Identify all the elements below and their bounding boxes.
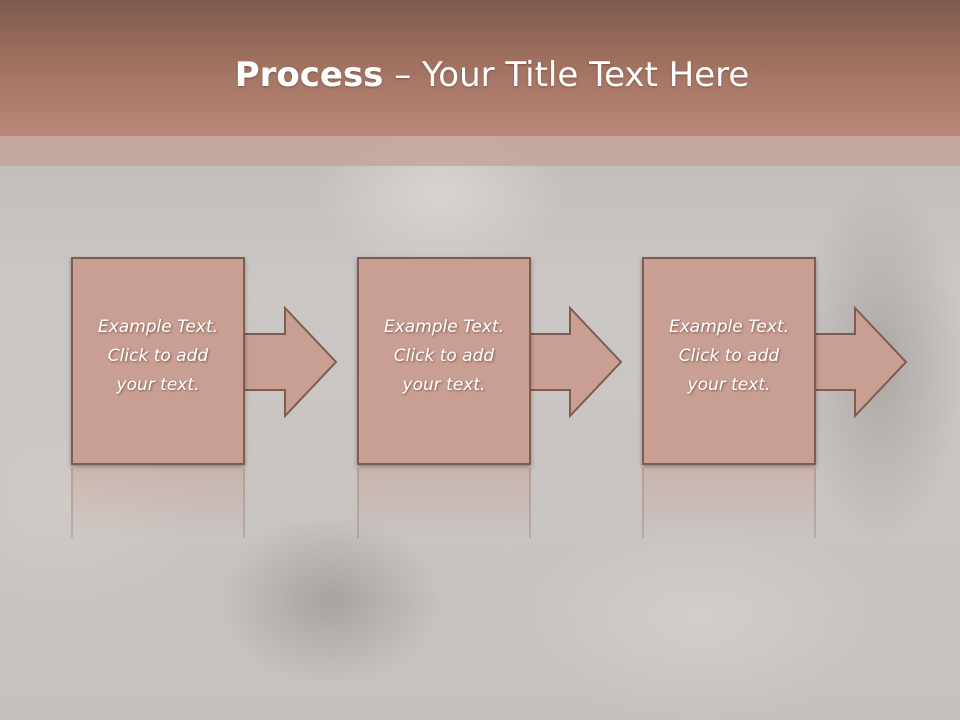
step-reflection [642,468,816,538]
step-text-line: your text. [687,375,771,395]
step-text-line: your text. [116,375,200,395]
step-reflection [71,468,245,538]
title-bar-band [0,136,960,166]
process-step-3[interactable]: Example Text. Click to add your text. [642,257,816,465]
step-text-line: Click to add [393,346,495,366]
step-text: Example Text. Click to add your text. [73,313,243,400]
slide-title-rest: – Your Title Text Here [383,55,750,95]
process-step-2[interactable]: Example Text. Click to add your text. [357,257,531,465]
process-step-1[interactable]: Example Text. Click to add your text. [71,257,245,465]
arrow-right-icon [241,306,338,418]
arrow-right-icon [811,306,908,418]
step-text: Example Text. Click to add your text. [359,313,529,400]
arrow-right-icon [526,306,623,418]
step-reflection [357,468,531,538]
step-text-line: Click to add [678,346,780,366]
step-text: Example Text. Click to add your text. [644,313,814,400]
title-bar [0,0,960,136]
slide-title[interactable]: Process – Your Title Text Here [0,50,960,100]
step-text-line: Example Text. [668,317,790,337]
step-text-line: Example Text. [97,317,219,337]
step-text-line: Click to add [107,346,209,366]
slide-title-bold: Process [234,55,384,95]
step-text-line: your text. [402,375,486,395]
step-text-line: Example Text. [383,317,505,337]
